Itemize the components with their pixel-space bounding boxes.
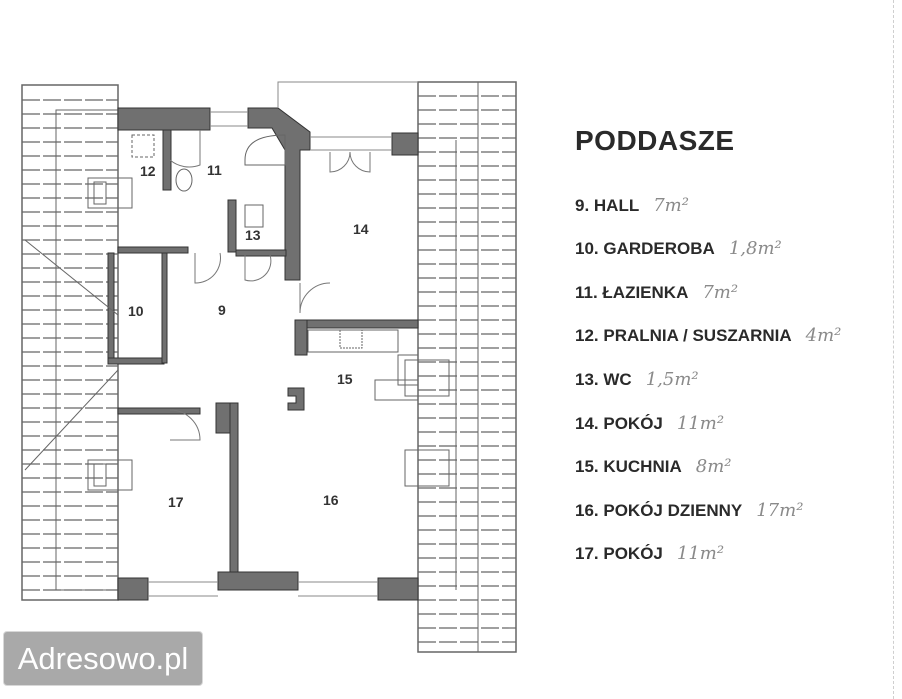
room-label-9: 9 <box>218 302 226 318</box>
room-area: 1,5m² <box>645 369 699 390</box>
page-edge <box>893 0 895 699</box>
room-label-14: 14 <box>353 221 369 237</box>
roof-slope-right <box>417 81 517 653</box>
legend-item: 10. GARDEROBA 1,8m² <box>575 238 782 259</box>
floor-plan: 9 10 11 12 13 14 15 16 17 <box>21 81 517 653</box>
room-name: 9. HALL <box>575 196 640 215</box>
room-area: 17m² <box>756 500 804 521</box>
legend-item: 15. KUCHNIA 8m² <box>575 456 732 477</box>
room-name: 15. KUCHNIA <box>575 457 682 476</box>
room-name: 13. WC <box>575 370 632 389</box>
legend-item: 16. POKÓJ DZIENNY 17m² <box>575 500 803 521</box>
floor-title: PODDASZE <box>575 125 735 156</box>
room-name: 11. ŁAZIENKA <box>575 283 689 302</box>
room-label-16: 16 <box>323 492 339 508</box>
room-name: 16. POKÓJ DZIENNY <box>575 501 743 520</box>
room-name: 14. POKÓJ <box>575 414 663 433</box>
room-area: 4m² <box>805 325 842 346</box>
roof-slope-left <box>21 84 119 601</box>
room-area: 1,8m² <box>728 238 782 259</box>
fixtures <box>24 134 450 491</box>
room-label-13: 13 <box>245 227 261 243</box>
room-label-15: 15 <box>337 371 353 387</box>
room-label-10: 10 <box>128 303 144 319</box>
windows <box>148 81 418 597</box>
room-area: 11m² <box>676 413 725 434</box>
walls <box>107 107 419 601</box>
room-area: 8m² <box>695 456 732 477</box>
room-label-12: 12 <box>140 163 156 179</box>
room-name: 12. PRALNIA / SUSZARNIA <box>575 326 792 345</box>
room-name: 17. POKÓJ <box>575 544 663 563</box>
legend-item: 13. WC 1,5m² <box>575 369 699 390</box>
room-area: 7m² <box>702 282 739 303</box>
legend-item: 11. ŁAZIENKA 7m² <box>575 282 738 303</box>
legend-item: 9. HALL 7m² <box>575 195 689 216</box>
room-name: 10. GARDEROBA <box>575 239 715 258</box>
room-labels: 9 10 11 12 13 14 15 16 17 <box>128 162 369 510</box>
legend-item: 14. POKÓJ 11m² <box>575 413 724 434</box>
legend-item: 17. POKÓJ 11m² <box>575 543 724 564</box>
watermark-badge: Adresowo.pl <box>3 631 203 686</box>
room-label-17: 17 <box>168 494 184 510</box>
room-area: 7m² <box>653 195 689 216</box>
doors <box>169 130 371 441</box>
legend-item: 12. PRALNIA / SUSZARNIA 4m² <box>575 325 841 346</box>
room-area: 11m² <box>676 543 725 564</box>
watermark-text: Adresowo.pl <box>17 640 189 676</box>
room-label-11: 11 <box>207 162 222 178</box>
